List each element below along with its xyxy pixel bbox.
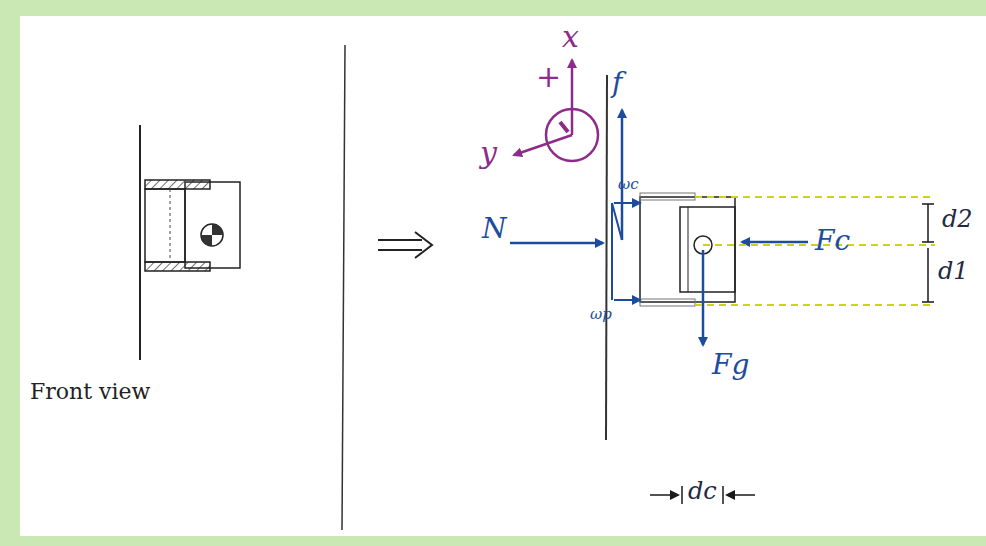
view-caption: Front view (30, 380, 150, 404)
force-label: ωc (618, 176, 639, 193)
force-label: Fc (815, 226, 850, 257)
dimension-label: d1 (938, 258, 969, 284)
axis-label: x (562, 20, 579, 53)
dimension-label: dc (688, 478, 717, 504)
force-label: ωp (590, 306, 612, 323)
axis-label: y (480, 136, 497, 169)
sign-label: + (536, 60, 561, 93)
force-label: f (612, 68, 622, 99)
dimension-label: d2 (942, 206, 973, 232)
force-label: N (482, 214, 507, 245)
force-label: Fg (712, 350, 749, 381)
page-ground (20, 16, 986, 536)
